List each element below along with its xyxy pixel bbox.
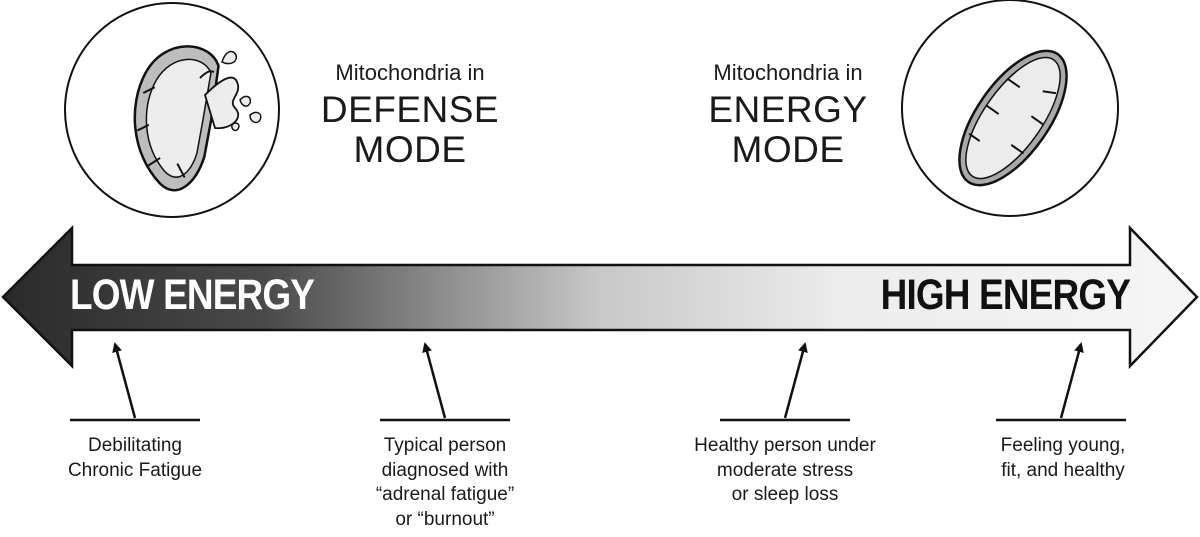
caption-line: Feeling young, [1000,435,1126,456]
caption-line: Debilitating [88,435,182,456]
low-energy-label: LOW ENERGY [70,271,315,319]
pointer-3 [720,342,850,422]
energy-scale-arrow [1,224,1199,370]
healthy-mitochondrion-icon [901,0,1119,217]
caption-line: Healthy person under [694,435,876,456]
caption-adrenal-fatigue: Typical person diagnosed with “adrenal f… [345,434,545,533]
defense-heading-line2: DEFENSE [320,89,500,130]
caption-line: Chronic Fatigue [67,459,203,481]
caption-line: or sleep loss [731,484,839,506]
caption-line: Typical person [383,435,507,456]
caption-chronic-fatigue: Debilitating Chronic Fatigue [40,434,230,483]
pointer-4 [996,342,1126,422]
caption-line: “adrenal fatigue” [375,484,515,506]
caption-line: or “burnout” [395,509,495,531]
defense-mode-heading: Mitochondria in DEFENSE MODE [290,62,530,169]
energy-heading-line2: ENERGY [708,89,868,130]
high-energy-label: HIGH ENERGY [880,271,1131,319]
energy-heading-line1: Mitochondria in [713,60,863,85]
caption-young-fit-healthy: Feeling young, fit, and healthy [968,434,1158,483]
caption-line: diagnosed with [381,459,509,481]
defense-heading-line1: Mitochondria in [335,60,485,85]
pointer-2 [380,342,510,422]
caption-line: fit, and healthy [1001,459,1125,481]
damaged-mitochondrion-icon [64,2,280,218]
caption-line: moderate stress [716,459,854,481]
pointer-1 [70,342,200,422]
energy-heading-line3: MODE [731,128,845,170]
defense-heading-line3: MODE [353,128,467,170]
caption-moderate-stress: Healthy person under moderate stress or … [665,434,905,508]
energy-mode-heading: Mitochondria in ENERGY MODE [668,62,908,169]
